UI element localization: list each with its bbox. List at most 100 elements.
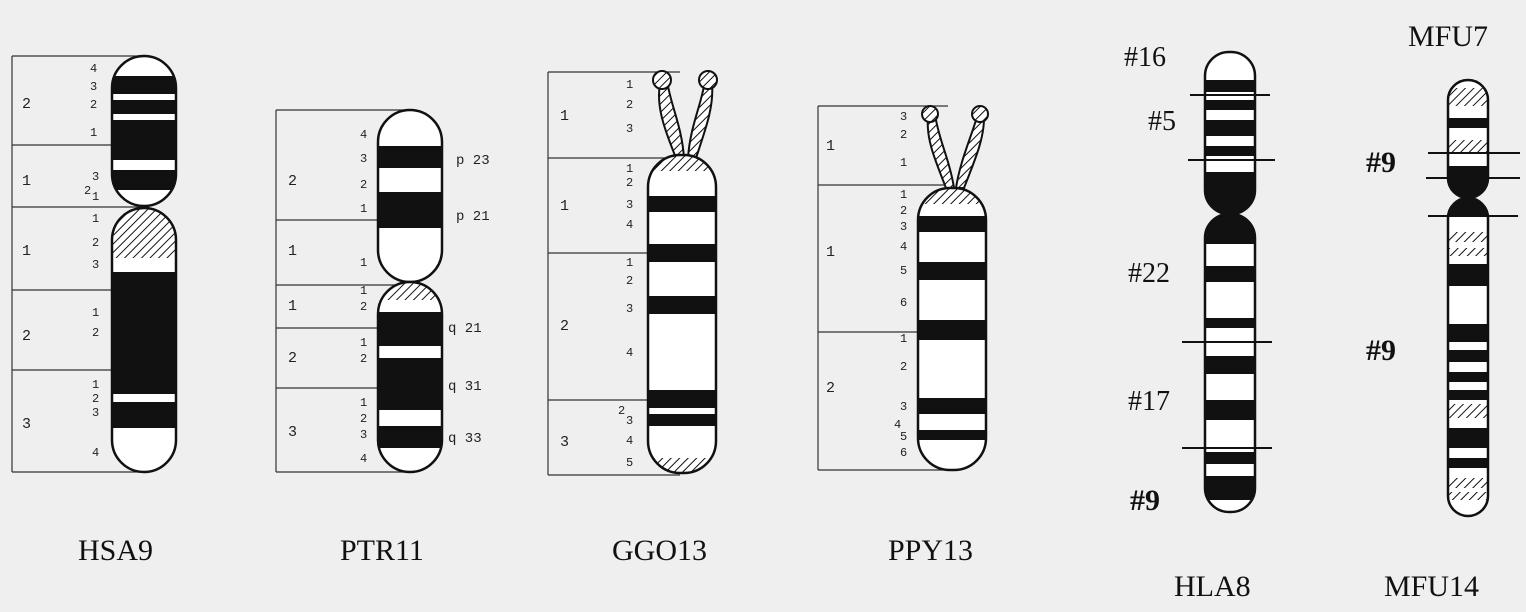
band-number: 1 [900,156,907,170]
chromosome-ggo13 [648,71,717,474]
band-number: 3 [92,406,99,420]
band-number: 4 [360,128,367,142]
homology-marker: #9 [1366,146,1396,179]
band-number: 1 [626,162,633,176]
homology-marker: #16 [1124,42,1166,73]
band-number-column: 4 3 2 1 1 1 2 1 2 1 2 3 4 [360,128,367,466]
band-number: 1 [626,256,633,270]
band-number: 5 [626,456,633,470]
region-number-column: 2 1 1 2 3 [22,96,31,433]
region-number-column: 1 1 2 [826,138,835,397]
band-number: 2 [92,392,99,406]
band-number-column: 1 2 3 1 2 3 4 1 2 3 4 2 3 4 5 [618,78,633,470]
region-number: 2 [22,96,31,113]
band-number: 2 [900,128,907,142]
region-number: 3 [288,424,297,441]
chromosome-hla8 [1205,52,1255,512]
band-number: 2 [360,412,367,426]
band-number: 4 [626,434,633,448]
chromosome-ptr11 [378,110,442,472]
region-number: 3 [560,434,569,451]
band-number: 2 [360,178,367,192]
region-number: 1 [560,198,569,215]
panel-caption: PPY13 [888,534,973,567]
band-number: 4 [626,218,633,232]
region-number: 1 [288,243,297,260]
band-number: 6 [900,446,907,460]
chromosome-mfu [1448,80,1488,516]
band-number: 5 [900,264,907,278]
homology-markers: #9 #9 [1366,146,1396,367]
band-number: 3 [360,428,367,442]
band-number: 1 [360,284,367,298]
region-number: 1 [560,108,569,125]
band-number: 4 [626,346,633,360]
region-number: 2 [288,350,297,367]
band-number: 2 [90,98,97,112]
band-number: 3 [626,414,633,428]
band-number: 3 [92,170,99,184]
region-number: 2 [560,318,569,335]
panel-ptr11: 2 1 1 2 3 4 3 2 1 1 1 2 1 2 1 2 3 4 [276,110,490,567]
satellite-stalks [653,71,717,158]
band-number: 6 [900,296,907,310]
panel-hsa9: 2 1 1 2 3 4 3 2 1 3 2 1 1 2 3 1 2 1 2 3 … [12,56,176,567]
panel-caption: HLA8 [1174,570,1251,603]
panel-ggo13: 1 1 2 3 1 2 3 1 2 3 4 1 2 3 4 2 3 4 5 [548,71,717,567]
band-number: 2 [626,176,633,190]
homology-marker: #22 [1128,258,1170,289]
band-number: 3 [626,302,633,316]
band-number: 3 [626,198,633,212]
region-number: 2 [22,328,31,345]
band-number: 3 [90,80,97,94]
band-side-labels: p 23 p 21 q 21 q 31 q 33 [448,153,490,447]
band-number: 4 [90,62,97,76]
homology-marker: #17 [1128,386,1170,417]
band-number: 1 [92,190,99,204]
homology-marker: #9 [1130,484,1160,517]
region-number: 1 [22,243,31,260]
chromosome-hsa9 [112,56,176,472]
region-number-column: 2 1 1 2 3 [288,173,297,441]
panel-caption: HSA9 [78,534,153,567]
homology-marker: #5 [1148,106,1176,137]
band-number: 3 [900,110,907,124]
band-number: 5 [900,430,907,444]
region-number: 1 [826,138,835,155]
band-number: 1 [360,202,367,216]
panel-caption: GGO13 [612,534,707,567]
band-number: 2 [360,352,367,366]
band-side-label: p 23 [456,153,490,169]
band-number: 2 [360,300,367,314]
band-number-column: 4 3 2 1 3 2 1 1 2 3 1 2 1 2 3 4 [84,62,99,460]
chromosome-ppy13 [918,106,988,470]
region-number: 2 [826,380,835,397]
panel-hla8: #16 #5 #22 #17 #9 HLA8 [1124,42,1275,603]
band-number: 1 [92,306,99,320]
band-number: 4 [900,240,907,254]
panel-ppy13: 1 1 2 3 2 1 1 2 3 4 5 6 1 2 3 4 5 6 [818,106,988,567]
band-number: 1 [626,78,633,92]
region-number: 1 [288,298,297,315]
band-number: 3 [900,220,907,234]
band-number: 1 [360,396,367,410]
band-number: 2 [92,236,99,250]
homology-markers: #16 #5 #22 #17 #9 [1124,42,1176,517]
band-side-label: q 33 [448,431,482,447]
band-number: 2 [84,184,91,198]
band-number: 2 [626,274,633,288]
band-number: 2 [900,360,907,374]
band-number: 1 [92,378,99,392]
band-number: 1 [900,188,907,202]
band-number: 3 [900,400,907,414]
band-number: 4 [360,452,367,466]
band-number: 1 [900,332,907,346]
band-side-label: p 21 [456,209,490,225]
panel-caption: PTR11 [340,534,424,567]
band-number: 1 [360,336,367,350]
region-number: 1 [826,244,835,261]
band-number: 3 [626,122,633,136]
band-number-column: 3 2 1 1 2 3 4 5 6 1 2 3 4 5 6 [894,110,907,460]
band-number: 3 [360,152,367,166]
